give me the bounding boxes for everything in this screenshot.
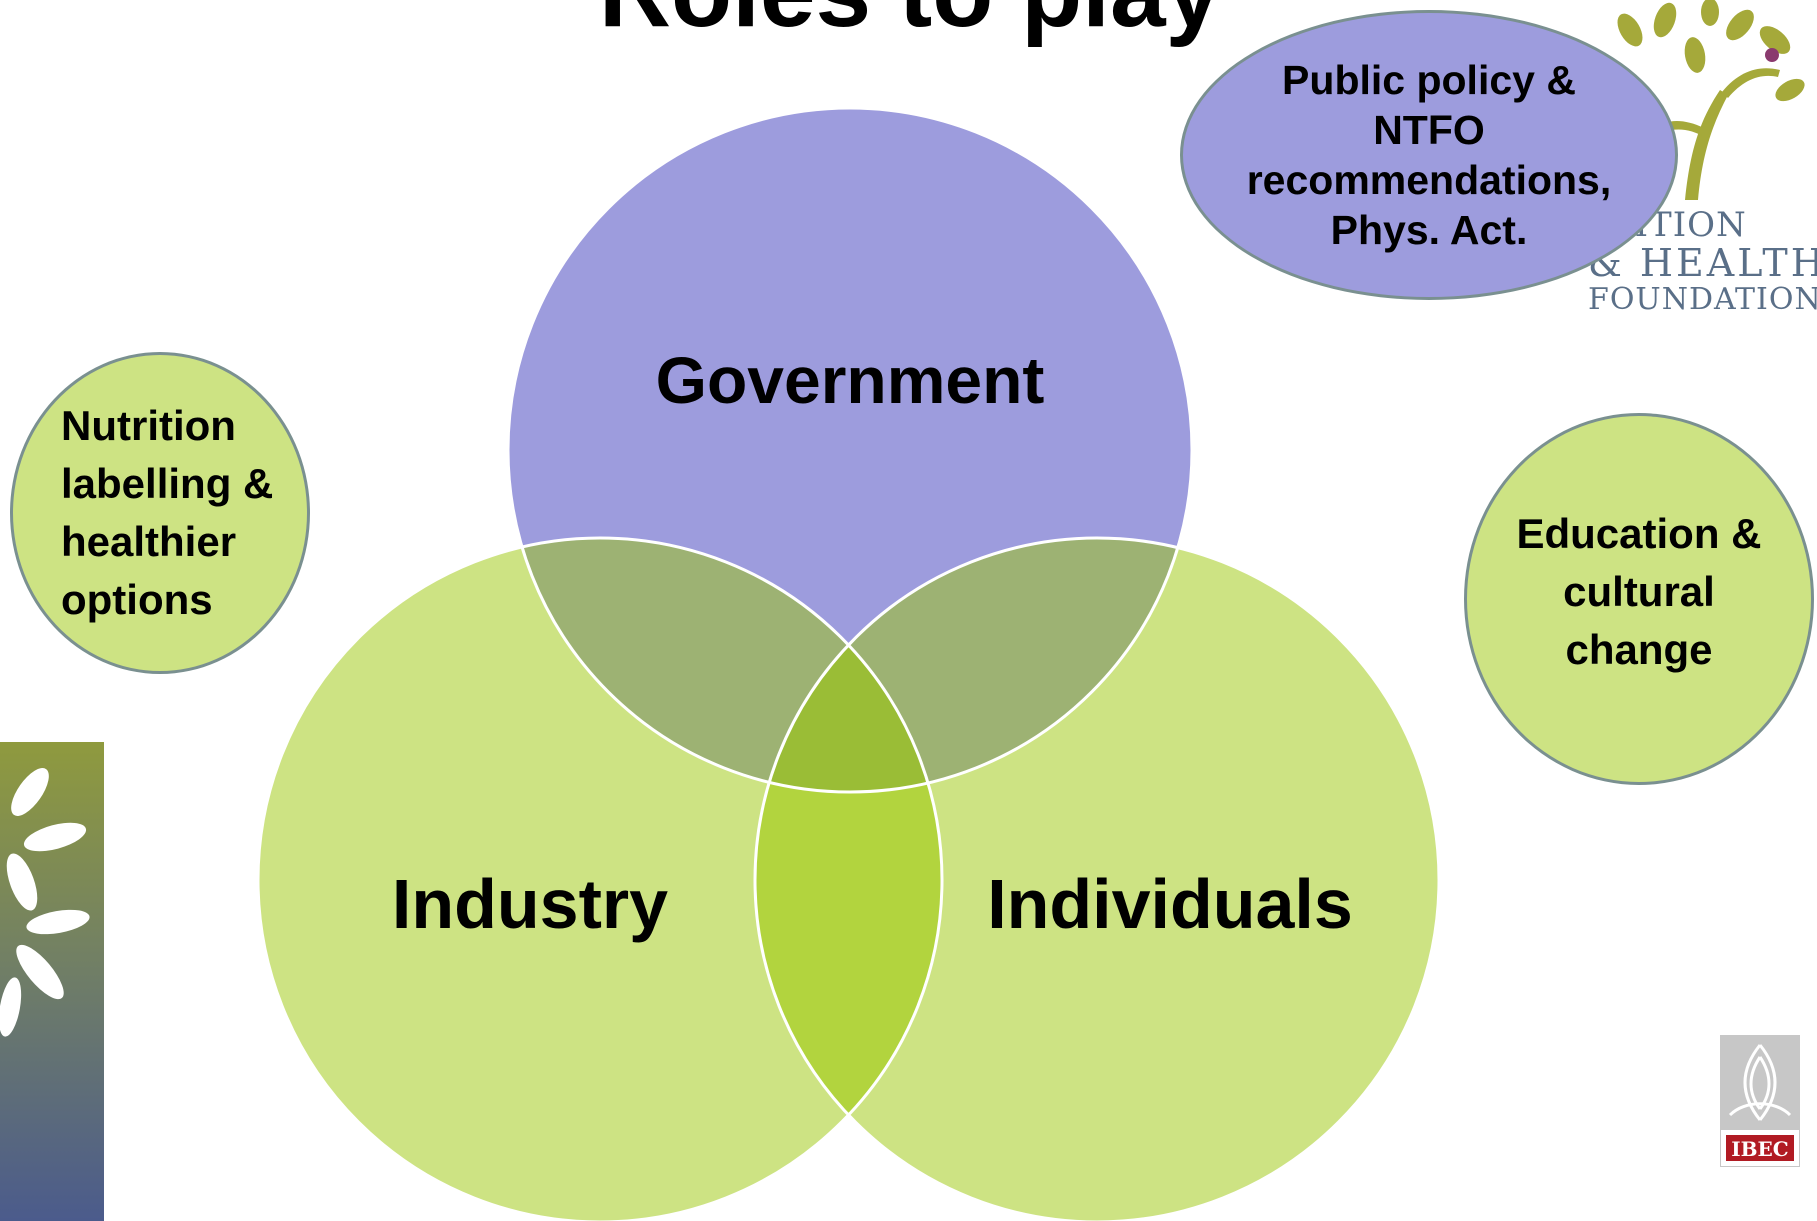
nutrition-text: Nutrition labelling & healthier options — [61, 402, 274, 623]
public-policy-bubble: Public policy & NTFO recommendations, Ph… — [1180, 10, 1678, 300]
public-policy-text: Public policy & NTFO recommendations, Ph… — [1246, 57, 1612, 253]
industry-label: Industry — [391, 865, 669, 943]
nhf-logo-line2: & HEALTH — [1588, 241, 1817, 285]
leaf-banner-icon — [0, 742, 104, 1221]
government-label: Government — [655, 343, 1045, 417]
ibec-logo-text: IBEC — [1731, 1137, 1788, 1161]
overlap-government-individuals — [755, 538, 1192, 792]
slide-title: Roles to play — [430, 0, 1390, 52]
overlap-government-industry — [508, 538, 942, 792]
education-text: Education & cultural change — [1516, 510, 1762, 673]
education-bubble: Education & cultural change — [1464, 413, 1814, 785]
nutrition-bubble: Nutrition labelling & healthier options — [10, 352, 310, 674]
ibec-emblem-icon: IBEC — [1720, 1035, 1800, 1167]
nhf-logo-line3: FOUNDATION — [1588, 282, 1817, 317]
individuals-label: Individuals — [987, 865, 1353, 943]
